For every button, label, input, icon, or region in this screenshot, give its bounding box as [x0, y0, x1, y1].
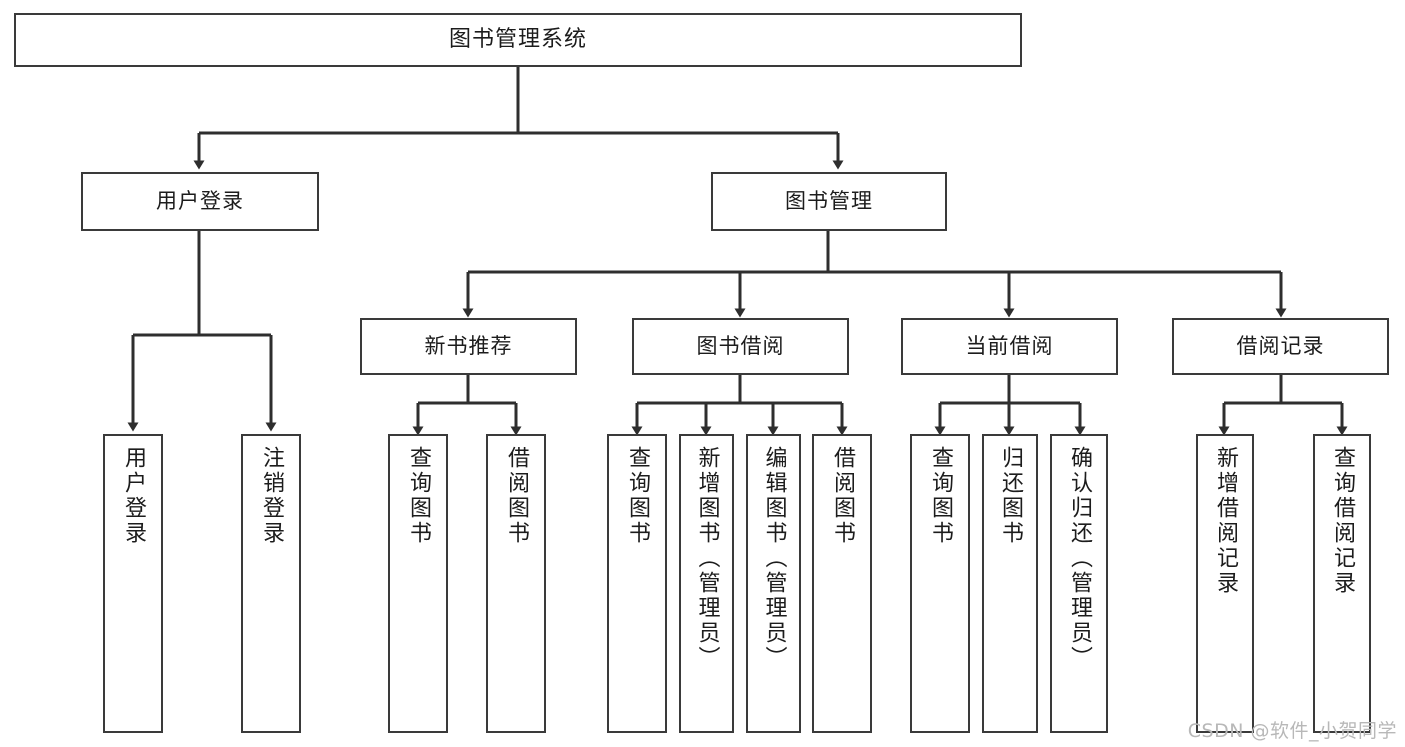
node-leaf-borrow-book-1[interactable]: 借阅图书 — [486, 434, 546, 733]
node-book-manage[interactable]: 图书管理 — [711, 172, 947, 231]
node-leaf-query-book-1[interactable]: 查询图书 — [388, 434, 448, 733]
node-leaf-query-book-2[interactable]: 查询图书 — [607, 434, 667, 733]
node-leaf-borrow-book-2-label: 借阅图书 — [830, 446, 855, 546]
node-leaf-return-book-label: 归还图书 — [998, 446, 1023, 546]
node-leaf-query-book-3[interactable]: 查询图书 — [910, 434, 970, 733]
node-root[interactable]: 图书管理系统 — [14, 13, 1022, 67]
node-borrow-record-label: 借阅记录 — [1236, 334, 1325, 359]
node-leaf-query-book-3-label: 查询图书 — [928, 446, 953, 546]
node-leaf-query-book-1-label: 查询图书 — [406, 446, 431, 546]
node-leaf-user-login[interactable]: 用户登录 — [103, 434, 163, 733]
node-leaf-borrow-book-1-label: 借阅图书 — [504, 446, 529, 546]
node-leaf-query-record-label: 查询借阅记录 — [1330, 446, 1355, 596]
node-leaf-return-book[interactable]: 归还图书 — [982, 434, 1038, 733]
node-leaf-add-book-label: 新增图书（管理员） — [694, 446, 720, 671]
node-book-borrow-label: 图书借阅 — [696, 334, 785, 359]
node-current-borrow[interactable]: 当前借阅 — [901, 318, 1118, 375]
node-leaf-query-record[interactable]: 查询借阅记录 — [1313, 434, 1371, 733]
node-new-book-recommend-label: 新书推荐 — [424, 334, 513, 359]
node-borrow-record[interactable]: 借阅记录 — [1172, 318, 1389, 375]
node-leaf-user-login-label: 用户登录 — [121, 446, 146, 546]
node-leaf-borrow-book-2[interactable]: 借阅图书 — [812, 434, 872, 733]
node-leaf-confirm-return-label: 确认归还（管理员） — [1067, 446, 1092, 671]
node-leaf-edit-book[interactable]: 编辑图书（管理员） — [746, 434, 801, 733]
node-new-book-recommend[interactable]: 新书推荐 — [360, 318, 577, 375]
node-user-login-label: 用户登录 — [156, 189, 244, 214]
node-leaf-edit-book-label: 编辑图书（管理员） — [761, 446, 787, 671]
node-leaf-confirm-return[interactable]: 确认归还（管理员） — [1050, 434, 1108, 733]
node-leaf-user-logout[interactable]: 注销登录 — [241, 434, 301, 733]
node-leaf-add-book[interactable]: 新增图书（管理员） — [679, 434, 734, 733]
node-book-manage-label: 图书管理 — [785, 189, 873, 214]
node-user-login[interactable]: 用户登录 — [81, 172, 319, 231]
node-current-borrow-label: 当前借阅 — [965, 334, 1054, 359]
node-leaf-add-record[interactable]: 新增借阅记录 — [1196, 434, 1254, 733]
node-book-borrow[interactable]: 图书借阅 — [632, 318, 849, 375]
node-leaf-add-record-label: 新增借阅记录 — [1213, 446, 1238, 596]
node-root-label: 图书管理系统 — [448, 27, 587, 53]
node-leaf-user-logout-label: 注销登录 — [259, 446, 284, 546]
node-leaf-query-book-2-label: 查询图书 — [625, 446, 650, 546]
